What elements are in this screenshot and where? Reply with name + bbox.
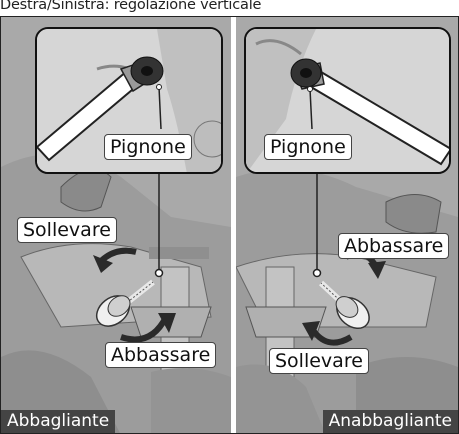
low-beam-tag: Anabbagliante [323, 410, 458, 433]
right-lower-label: Abbassare [338, 233, 449, 259]
left-lower-label: Abbassare [105, 342, 216, 368]
high-beam-tag: Abbagliante [1, 410, 115, 433]
left-raise-label: Sollevare [17, 217, 117, 243]
right-pinion-label: Pignone [264, 134, 352, 160]
illustration-frame: Pignone Sollevare Abbassare Abbagliante [0, 16, 459, 434]
left-pinion-label: Pignone [104, 134, 192, 160]
right-raise-label: Sollevare [269, 348, 369, 374]
left-panel: Pignone Sollevare Abbassare Abbagliante [1, 17, 231, 433]
caption: Destra/Sinistra: regolazione verticale [0, 0, 261, 17]
right-panel: Pignone Abbassare Sollevare Anabbagliant… [236, 17, 458, 433]
